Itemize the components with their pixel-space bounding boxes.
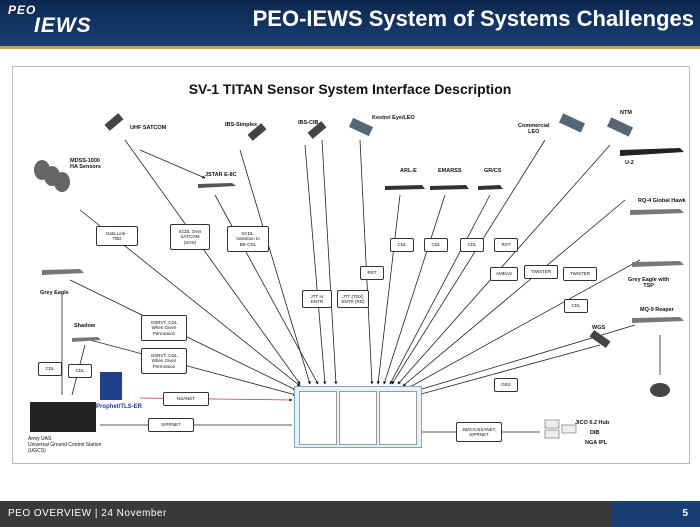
- label-prophet: Prophet/TLS-ER: [96, 404, 142, 410]
- label-grcs: GR/CS: [484, 168, 502, 174]
- shadow-aircraft-icon: [72, 337, 101, 342]
- emarss-aircraft-icon: [430, 185, 469, 190]
- label-dib: DIB: [590, 430, 600, 436]
- link-twister-2: TWISTER: [563, 267, 597, 281]
- label-arl-e: ARL-E: [400, 168, 417, 174]
- jstars-aircraft-icon: [198, 183, 236, 188]
- label-ntm: NTM: [620, 110, 632, 116]
- link-nsanet: NSANET: [163, 392, 209, 406]
- label-rq4: RQ-4 Global Hawk: [638, 198, 686, 204]
- link-twister-1: TWISTER: [524, 265, 558, 279]
- diagram-title: SV-1 TITAN Sensor System Interface Descr…: [188, 81, 512, 97]
- slide-title: PEO-IEWS System of Systems Challenges: [252, 6, 694, 31]
- label-emarss: EMARSS: [438, 168, 462, 174]
- mdss-balloon-icon: [34, 160, 70, 192]
- label-uhf-satcom: UHF SATCOM: [130, 125, 167, 131]
- wgs-satellite-icon: [589, 329, 611, 349]
- link-cdl-6: CDL: [564, 299, 588, 313]
- link-cdl-2: CDL: [68, 364, 92, 378]
- link-cdl-3: CDL: [390, 238, 414, 252]
- logo-peo-text: PEO: [8, 3, 37, 17]
- link-osrvt-2: OSRVT, CDL When Given Permission: [141, 348, 187, 374]
- label-jstars: JSTAR E-8C: [205, 172, 237, 178]
- label-wgs: WGS: [592, 325, 606, 331]
- prophet-vehicle-icon: [100, 372, 122, 400]
- titan-component-1: [299, 391, 337, 445]
- label-grey-eagle: Grey Eagle: [40, 290, 69, 296]
- link-rst-2: RST: [494, 238, 518, 252]
- label-kestrel: Kestrel Eye/LEO: [372, 115, 415, 121]
- ibs-cib-satellite-icon: [307, 121, 327, 139]
- commercial-leo-satellite-icon: [559, 113, 585, 133]
- page-number-box: 5: [612, 501, 700, 527]
- link-gbs: GBS: [494, 378, 518, 392]
- dish-antenna-icon: [650, 383, 670, 397]
- link-rst-1: RST: [360, 266, 384, 280]
- label-mdss: MDSS-1000 HA Sensors: [70, 158, 101, 170]
- titan-component-3: [379, 391, 417, 445]
- label-commercial-leo: Commercial LEO: [518, 123, 550, 135]
- titan-system-block: [294, 386, 422, 448]
- label-army-uas: Army UAS Universal Ground Control Statio…: [28, 436, 102, 454]
- link-ambas: AMDAS: [490, 267, 518, 281]
- label-u2: U-2: [625, 160, 634, 166]
- label-ibs-cib: IBS-CIB: [298, 120, 319, 126]
- link-scdl-over-satcom: SCDL Over SATCOM (SOS): [170, 224, 210, 250]
- link-cdl-4: CDL: [424, 238, 448, 252]
- link-siprnet: SIPRNET: [148, 418, 194, 432]
- label-shadow: Shadow: [74, 323, 96, 329]
- uhf-satcom-satellite-icon: [104, 113, 124, 131]
- grey-eagle-aircraft-icon: [42, 269, 84, 275]
- label-grey-eagle-tsp: Grey Eagle with TSP: [628, 277, 670, 289]
- ibs-simplex-satellite-icon: [247, 123, 267, 141]
- kestrel-satellite-icon: [348, 117, 374, 137]
- page-number: 5: [682, 508, 688, 519]
- grcs-aircraft-icon: [478, 185, 503, 190]
- link-osrvt-1: OSRVT, CDL When Given Permission: [141, 315, 187, 341]
- slide-footer: PEO OVERVIEW | 24 November: [0, 501, 700, 527]
- link-jtt-tdx: JTT (TDX) ENTR (RD): [337, 290, 369, 308]
- grey-eagle-tsp-aircraft-icon: [632, 261, 684, 267]
- header-divider: [0, 46, 700, 49]
- arl-e-aircraft-icon: [385, 185, 425, 190]
- link-data-link-tbd: Data Link - TBD: [96, 226, 138, 246]
- footer-text: PEO OVERVIEW | 24 November: [8, 508, 167, 519]
- label-ibs-simplex: IBS-Simplex: [225, 122, 258, 128]
- logo-iews-text: IEWS: [34, 14, 92, 37]
- ntm-satellite-icon: [607, 117, 633, 137]
- mq9-aircraft-icon: [632, 317, 684, 323]
- link-scdl-transition: SCDL, transition to BE-CDL: [227, 226, 269, 252]
- link-cdl-5: CDL: [460, 238, 484, 252]
- label-nga: NGA IPL: [585, 440, 608, 446]
- slide-header: PEO IEWS PEO-IEWS System of Systems Chal…: [0, 0, 700, 46]
- rq4-aircraft-icon: [630, 209, 684, 215]
- label-mq9: MQ-9 Reaper: [640, 307, 674, 313]
- label-jsco: JICO 6.2 Hub: [575, 420, 610, 426]
- link-jtt-entr: JTT or ENTR: [302, 290, 332, 308]
- link-jwics: JWICS,NSANET, SIPRNET: [456, 422, 502, 442]
- server-stack-icon: [544, 419, 577, 439]
- u2-aircraft-icon: [620, 148, 684, 156]
- link-cdl-1: CDL: [38, 362, 62, 376]
- titan-component-2: [339, 391, 377, 445]
- army-uas-station-icon: [30, 402, 96, 432]
